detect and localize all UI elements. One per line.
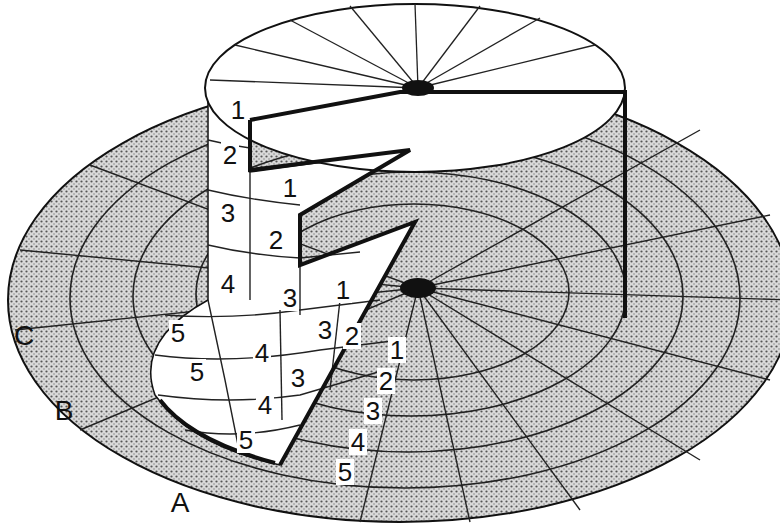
step-number: 5 <box>237 427 255 453</box>
step-number: 4 <box>253 340 271 366</box>
step-number: 5 <box>169 320 187 346</box>
step-number: 5 <box>188 359 206 385</box>
step-number: 1 <box>388 337 406 363</box>
step-number: 2 <box>221 142 239 168</box>
step-number: 3 <box>219 200 237 226</box>
step-number: 3 <box>289 365 307 391</box>
step-number: 4 <box>349 429 367 455</box>
step-number: 5 <box>336 459 354 485</box>
step-number: 2 <box>343 323 361 349</box>
step-number: 2 <box>377 368 395 394</box>
step-number: 3 <box>316 317 334 343</box>
ring-letter: A <box>169 489 192 517</box>
step-number: 2 <box>267 227 285 253</box>
step-number: 3 <box>281 285 299 311</box>
step-number: 4 <box>256 392 274 418</box>
step-number: 1 <box>334 277 352 303</box>
step-number: 1 <box>229 97 247 123</box>
ring-letter: B <box>53 397 76 425</box>
step-number: 1 <box>281 175 299 201</box>
ring-letter: C <box>12 322 36 350</box>
step-number: 3 <box>364 398 382 424</box>
step-number: 4 <box>219 271 237 297</box>
